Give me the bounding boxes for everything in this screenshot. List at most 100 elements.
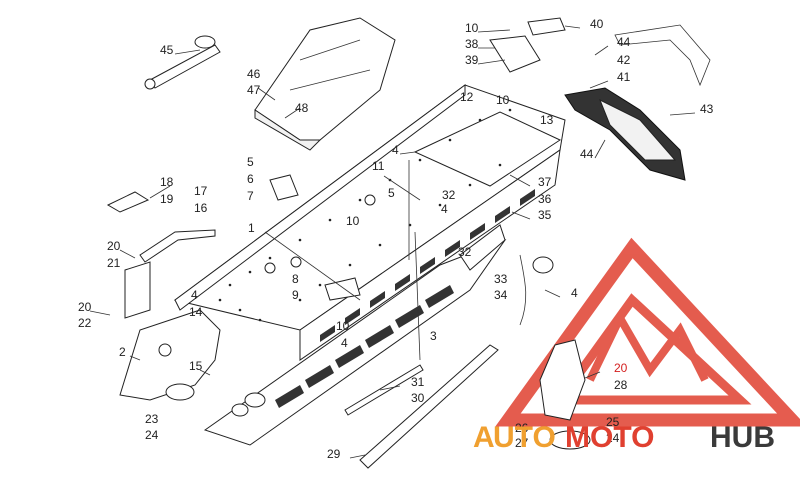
seat-assembly	[254, 17, 396, 151]
callout-c35: 35	[538, 208, 552, 222]
part-28-guard	[539, 339, 586, 421]
tunnel-left-wall	[174, 84, 466, 311]
part-31-bar	[344, 364, 424, 416]
tunnel-rear-panel	[413, 111, 562, 187]
bulkhead-hole	[158, 343, 172, 357]
callout-c21: 21	[107, 256, 121, 270]
tunnel-slots	[320, 189, 535, 342]
callout-c4c: 4	[571, 286, 578, 300]
part-21-bracket	[124, 261, 151, 319]
callout-c45: 45	[160, 43, 174, 57]
lower-running-board	[203, 238, 507, 446]
callout-c20c: 20	[614, 361, 628, 375]
watermark-word-uto: UTO	[493, 421, 556, 454]
callout-c10d: 10	[336, 319, 350, 333]
part-18	[106, 191, 150, 213]
callout-c25: 25	[606, 415, 620, 429]
callout-c3: 3	[430, 329, 437, 343]
part-29-bar	[359, 344, 499, 469]
running-board-slots	[275, 285, 454, 408]
callout-c26: 26	[515, 421, 529, 435]
part-handle-45	[144, 35, 221, 90]
callout-c19: 19	[160, 192, 174, 206]
part-40	[527, 17, 566, 36]
tunnel-rivets	[218, 108, 512, 322]
callout-c4d: 4	[191, 288, 198, 302]
part-5-washer	[364, 194, 376, 206]
callout-c44a: 44	[617, 35, 631, 49]
watermark-word-hub: HUB	[710, 421, 775, 454]
callout-c24a: 24	[145, 428, 159, 442]
leader-lines	[89, 25, 696, 459]
callout-c28: 28	[614, 378, 628, 392]
callout-c15: 15	[189, 359, 203, 373]
callout-c10c: 10	[346, 214, 360, 228]
callout-c4b: 4	[441, 202, 448, 216]
callout-c20b: 20	[78, 300, 92, 314]
callout-c23: 23	[145, 412, 159, 426]
callout-c13: 13	[540, 113, 554, 127]
callout-c47: 47	[247, 83, 261, 97]
callout-c18: 18	[160, 175, 174, 189]
callout-c48: 48	[295, 101, 309, 115]
callout-c46: 46	[247, 67, 261, 81]
callout-c14: 14	[189, 305, 203, 319]
seat-base	[254, 109, 322, 151]
frame-hole-b	[231, 403, 249, 417]
part-7-bracket	[269, 174, 299, 201]
watermark-triangle-outer-icon	[495, 237, 800, 427]
part-8-bolt	[264, 262, 276, 274]
part-38	[489, 35, 541, 73]
callout-c40: 40	[590, 17, 604, 31]
callout-c12: 12	[460, 90, 474, 104]
callout-c30: 30	[411, 391, 425, 405]
callout-c2: 2	[119, 345, 126, 359]
callout-c6: 6	[247, 172, 254, 186]
front-bulkhead	[119, 309, 221, 401]
callout-c5b: 5	[388, 186, 395, 200]
frame-hole-a	[244, 392, 266, 408]
callout-c1: 1	[248, 221, 255, 235]
running-board-plate	[203, 238, 507, 446]
part-34-chain	[519, 254, 527, 326]
callout-c10b: 10	[496, 93, 510, 107]
callout-c4e: 4	[341, 336, 348, 350]
callout-c36: 36	[538, 192, 552, 206]
callout-c43: 43	[700, 102, 714, 116]
callout-c32b: 32	[458, 245, 472, 259]
callout-c42: 42	[617, 53, 631, 67]
callout-c5a: 5	[247, 155, 254, 169]
tunnel-right-wall	[299, 148, 561, 361]
callout-c37: 37	[538, 175, 552, 189]
watermark-word-a: A	[473, 421, 495, 454]
part-33-plate	[459, 224, 506, 271]
callout-c24b: 24	[606, 431, 620, 445]
callout-c44b: 44	[580, 147, 594, 161]
callout-c7: 7	[247, 189, 254, 203]
part-8-plate	[324, 277, 361, 301]
watermark-word-moto: MOTO	[565, 421, 654, 454]
rear-bumper	[564, 24, 711, 181]
callout-c27: 27	[515, 436, 529, 450]
watermark-m-icon	[586, 309, 709, 382]
callout-c41: 41	[617, 70, 631, 84]
callout-c31: 31	[411, 375, 425, 389]
callout-c38: 38	[465, 37, 479, 51]
seat-cushion	[254, 17, 396, 141]
callout-c9: 9	[292, 288, 299, 302]
callout-c8: 8	[292, 272, 299, 286]
callout-c11: 11	[372, 159, 385, 173]
part-23-pad	[165, 383, 195, 401]
part-26-cap	[549, 430, 591, 450]
part-9-bolt	[290, 256, 302, 268]
watermark-text: A UTO MOTO HUB	[473, 421, 775, 454]
callout-c10a: 10	[465, 21, 479, 35]
callout-c32a: 32	[442, 188, 456, 202]
callout-c33: 33	[494, 272, 508, 286]
watermark-logo	[495, 237, 800, 427]
callout-c29: 29	[327, 447, 341, 461]
callout-c16: 16	[194, 201, 208, 215]
callout-c4a: 4	[392, 143, 399, 157]
